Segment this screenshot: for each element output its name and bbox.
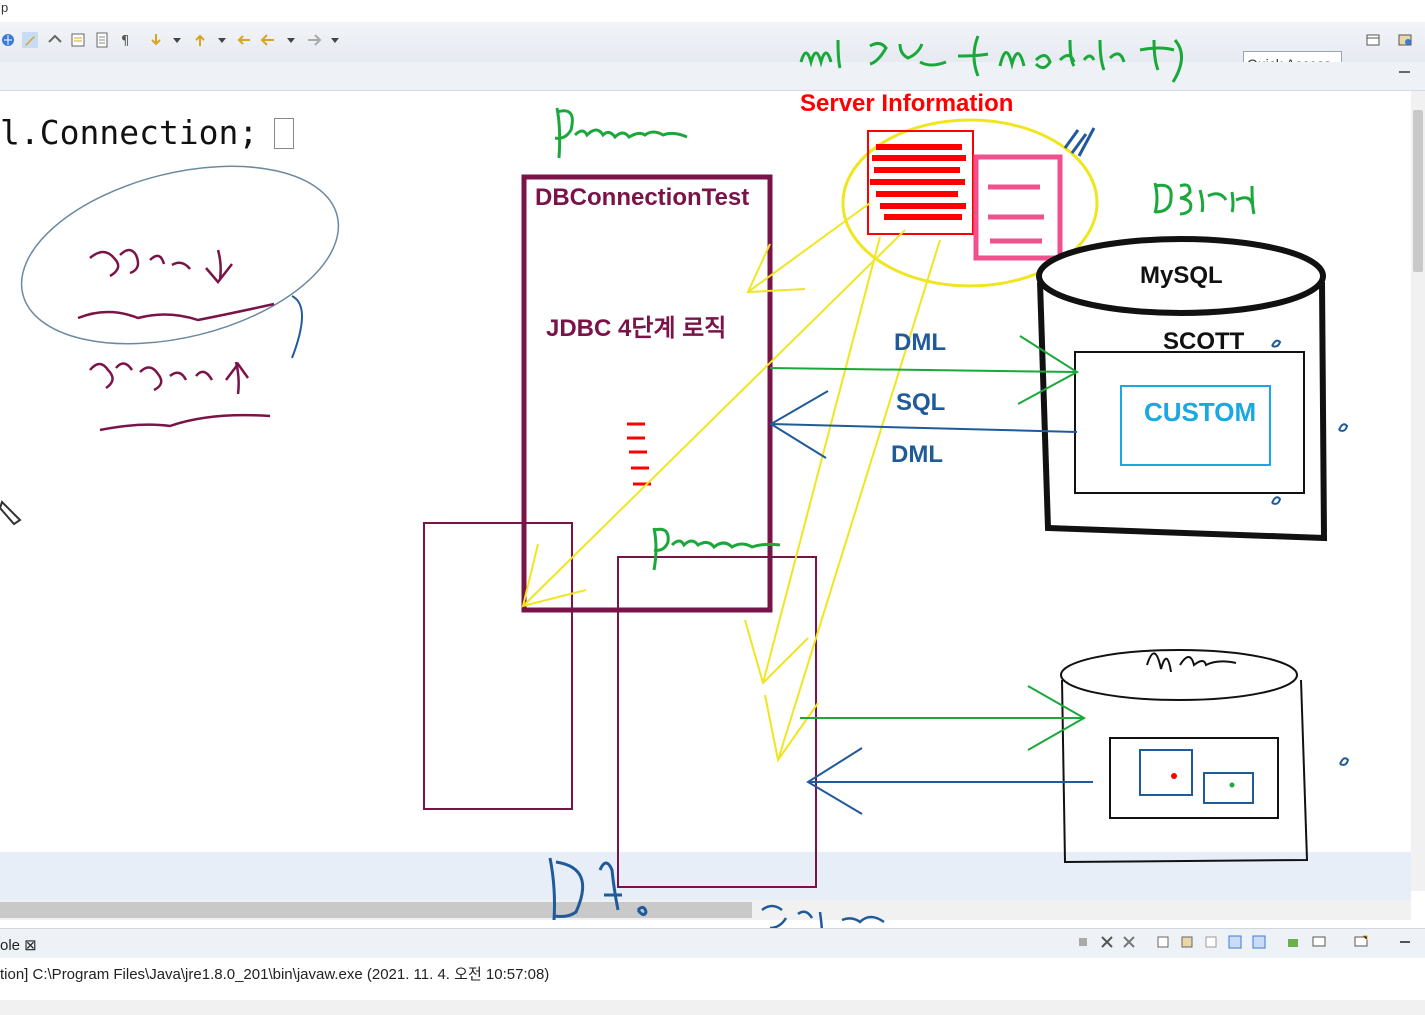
dml-arrow-to-mysql	[769, 367, 1078, 373]
console-tab[interactable]: ole ⊠	[0, 937, 37, 954]
editor-lower-band	[0, 852, 1411, 900]
java-perspective-icon[interactable]	[1397, 32, 1413, 48]
program-lines-scribble	[627, 422, 651, 486]
console-output[interactable]	[0, 958, 1425, 1000]
open-perspective-icon[interactable]	[1365, 32, 1381, 48]
console-launch-text: tion] C:\Program Files\Java\jre1.8.0_201…	[0, 966, 550, 983]
code-editor[interactable]	[0, 91, 1411, 852]
prev-annotation-icon[interactable]	[192, 32, 208, 48]
text-cursor-box	[274, 118, 294, 149]
server-handwriting	[799, 35, 1183, 83]
server-information-label: Server Information	[800, 90, 1014, 117]
title-strip: p	[0, 0, 1425, 22]
da-handwriting	[548, 857, 648, 921]
scroll-lock-icon[interactable]	[1180, 935, 1194, 949]
left-note-ellipse	[20, 165, 340, 345]
mysql-cylinder-body	[1037, 281, 1328, 542]
server-info-ellipse	[841, 118, 1099, 288]
server-doc-pink-lines	[988, 184, 1044, 244]
pencil-cursor-icon	[0, 500, 22, 526]
scott-label: SCOTT	[1163, 328, 1245, 355]
scott-schema-box	[1074, 351, 1305, 494]
minimize-icon[interactable]	[1399, 71, 1410, 73]
pilcrow-icon[interactable]: ¶	[118, 32, 134, 48]
db-server-handwriting	[1153, 182, 1256, 216]
left-note-line1	[77, 248, 275, 322]
maria-table-2	[1203, 772, 1254, 804]
sql-arrow-from-mysql	[770, 423, 1078, 433]
terminate-icon[interactable]	[1076, 935, 1090, 949]
program-handwriting-2	[652, 527, 781, 571]
maria-cylinder-body	[1061, 679, 1309, 864]
page-icon[interactable]	[94, 32, 110, 48]
clear-console-icon[interactable]	[1156, 935, 1170, 949]
svg-text:¶: ¶	[121, 34, 129, 48]
dml-label-2: DML	[891, 441, 943, 468]
custom-label: CUSTOM	[1144, 397, 1257, 427]
display-console-icon[interactable]	[1312, 935, 1326, 949]
pin-console-icon[interactable]	[1286, 935, 1300, 949]
title-strip-text: p	[1, 0, 9, 15]
minimize-console-icon[interactable]	[1398, 935, 1412, 949]
sql-label: SQL	[896, 389, 946, 416]
back-dropdown-icon[interactable]	[287, 38, 295, 43]
custom-table-box	[1120, 385, 1271, 466]
remove-launch-icon[interactable]	[1100, 935, 1114, 949]
vertical-scroll-thumb[interactable]	[1413, 110, 1423, 272]
yellow-arrow-2	[522, 229, 906, 607]
maria-schema-box	[1109, 737, 1279, 819]
remove-all-icon[interactable]	[1122, 935, 1136, 949]
next-annotation-dropdown-icon[interactable]	[173, 38, 181, 43]
program-box-body: JDBC 4단계 로직	[546, 315, 727, 342]
server-doc-mark	[1063, 127, 1096, 157]
prev-annotation-dropdown-icon[interactable]	[218, 38, 226, 43]
editor-tab-bar	[0, 62, 1425, 91]
left-note-line2	[89, 361, 271, 432]
open-console-icon[interactable]	[1354, 935, 1368, 949]
forward-dropdown-icon[interactable]	[331, 38, 339, 43]
program-box	[521, 174, 773, 613]
compare-icon[interactable]	[47, 32, 63, 48]
word-wrap-icon[interactable]	[1204, 935, 1218, 949]
server-doc-red-lines	[870, 144, 966, 220]
show-on-output-icon[interactable]	[1228, 935, 1242, 949]
dml-label-1: DML	[894, 329, 946, 356]
mysql-label: MySQL	[1140, 262, 1223, 289]
yellow-arrow-1	[747, 202, 871, 293]
console-tab-bar	[0, 928, 1425, 959]
mysql-cylinder-top	[1036, 236, 1326, 316]
program-box-2	[423, 522, 573, 810]
program-box-3	[617, 556, 817, 888]
program-handwriting	[554, 107, 688, 159]
globe-icon[interactable]	[0, 32, 16, 48]
last-edit-icon[interactable]	[236, 32, 252, 48]
maria-table-1	[1139, 749, 1193, 796]
next-annotation-icon[interactable]	[148, 32, 164, 48]
vertical-scrollbar[interactable]	[1411, 91, 1425, 891]
task-icon[interactable]	[70, 32, 86, 48]
show-on-error-icon[interactable]	[1252, 935, 1266, 949]
back-icon[interactable]	[260, 32, 276, 48]
console-scrollbar[interactable]	[0, 1000, 1425, 1015]
server-doc-red	[867, 130, 974, 235]
code-line: l.Connection;	[0, 113, 259, 152]
pencil-icon[interactable]	[22, 32, 38, 48]
yellow-arrow-4	[777, 239, 941, 761]
horizontal-scroll-thumb[interactable]	[0, 902, 752, 918]
yellow-arrow-3	[762, 236, 881, 684]
maria-cylinder-top	[1060, 649, 1298, 701]
program-box-title: DBConnectionTest	[535, 184, 750, 211]
maria-handwriting	[1146, 652, 1237, 673]
forward-icon[interactable]	[306, 32, 322, 48]
